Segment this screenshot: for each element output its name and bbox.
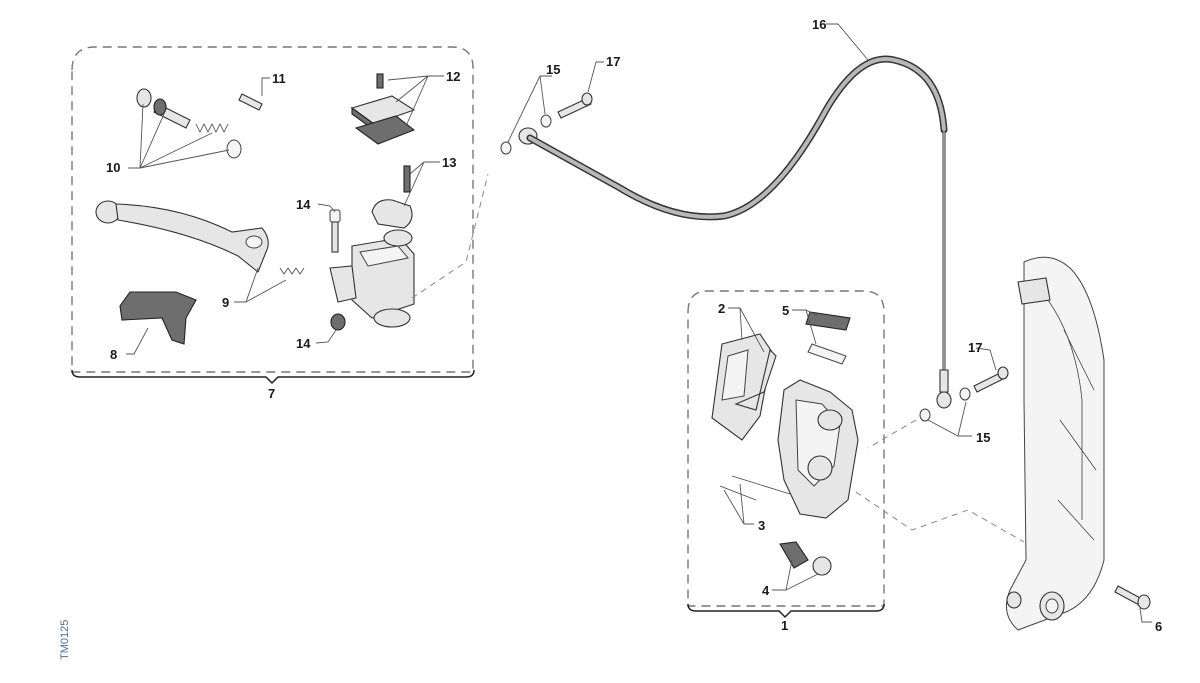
callout-15-upper: 15 [546,62,560,77]
callout-4: 4 [762,583,770,598]
hose-route-line-master [411,173,489,299]
lower-banjo-fitting [867,366,1009,449]
callout-6: 6 [1155,619,1162,634]
master-cylinder-group-bracket [71,369,475,385]
callout-labels: 10 11 12 13 14 9 8 14 7 15 17 16 2 5 17 … [106,17,1162,634]
callout-2: 2 [718,301,725,316]
fork-bolt [1114,585,1151,610]
upper-banjo-fitting [500,92,593,155]
caliper-group-bracket [687,603,885,619]
callout-16: 16 [812,17,826,32]
master-cylinder-group-outline [71,46,474,373]
callout-14-upper: 14 [296,197,311,212]
pad-spring [805,311,851,365]
clamp-bolt [403,165,411,193]
leader-lines [126,23,1152,623]
lever-pivot-set [136,88,242,159]
brake-lever [95,200,269,273]
cylinder-nut [330,313,346,331]
caliper-to-fork-line [855,491,1025,543]
clamp-body [371,199,413,229]
reservoir-diaphragm [354,115,416,145]
callout-14-lower: 14 [296,336,311,351]
pivot-washer [136,88,152,108]
fork-leg [1005,256,1105,631]
callout-17-lower: 17 [968,340,982,355]
pivot-seal [226,139,242,159]
callout-11: 11 [272,71,286,86]
callout-1: 1 [781,618,788,633]
callout-13: 13 [442,155,456,170]
callout-17-upper: 17 [606,54,620,69]
lever-spring [279,267,305,275]
brake-hose [526,55,952,409]
callout-9: 9 [222,295,229,310]
lever-guard [119,291,197,345]
master-cylinder-body [329,229,415,328]
group-master-cylinder-assembly [71,46,475,385]
callout-7: 7 [268,386,275,401]
callout-10: 10 [106,160,120,175]
caliper-mounting-bolts [779,541,832,576]
callout-8: 8 [110,347,117,362]
pivot-bolt-head [153,98,167,116]
brake-pads [711,333,777,441]
caliper-pins [719,475,791,501]
callout-15-lower: 15 [976,430,990,445]
brake-caliper [777,379,859,519]
handlebar-clamp [371,165,413,229]
group-caliper-assembly [687,290,885,619]
callout-12: 12 [446,69,460,84]
banjo-bolt-upper [329,209,341,253]
drawing-reference-code: TM0125 [59,620,71,660]
lever-pin [238,93,263,111]
callout-5: 5 [782,303,789,318]
cover-screw [376,73,384,89]
reservoir-cover-set [350,73,416,145]
callout-3: 3 [758,518,765,533]
pivot-spring [195,123,229,133]
